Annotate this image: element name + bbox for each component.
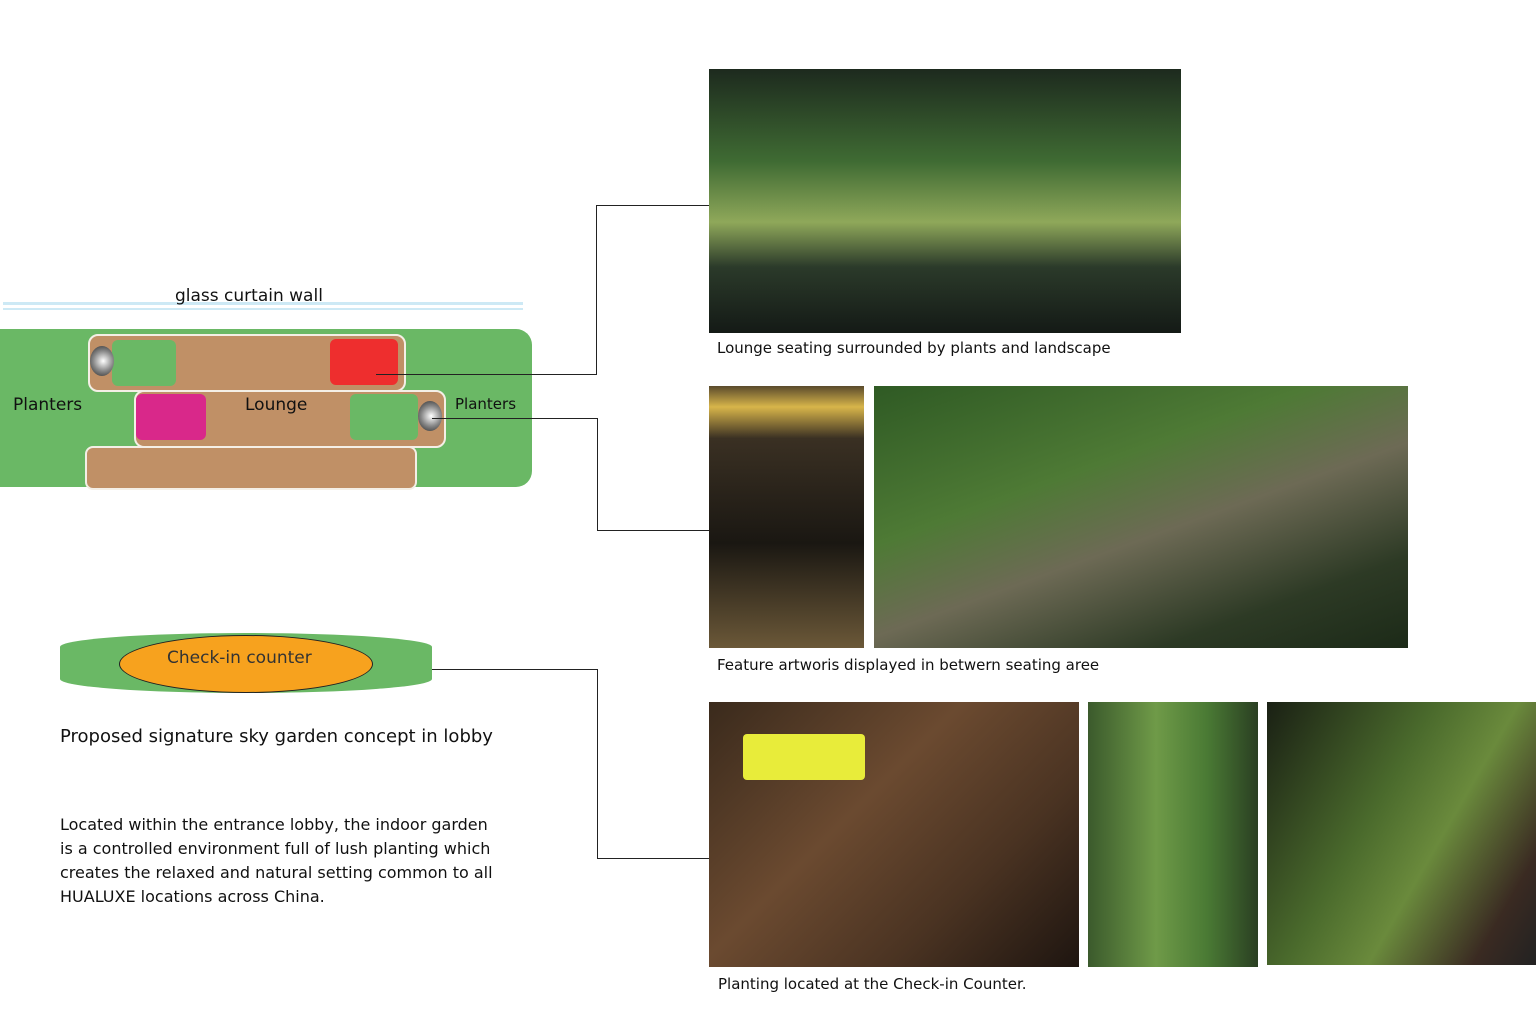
lounge-label: Lounge: [245, 395, 308, 415]
planter-box: [112, 340, 176, 386]
magenta-seating: [136, 394, 206, 440]
connector: [432, 418, 598, 419]
light-fixture-icon: [418, 401, 442, 431]
lounge-caption: Lounge seating surrounded by plants and …: [717, 339, 1111, 357]
lamp: [743, 734, 865, 780]
connector: [597, 530, 737, 531]
planters-right-label: Planters: [455, 395, 517, 413]
artwork-photo: [709, 386, 864, 648]
connector: [597, 418, 598, 530]
lounge-bottom-strip: [85, 446, 417, 490]
glass-curtain-wall: [3, 302, 523, 305]
artwork-caption: Feature artworis displayed in betwern se…: [717, 656, 1100, 674]
red-seating: [330, 339, 398, 385]
glass-curtain-wall-line: [3, 308, 523, 310]
checkin-label: Check-in counter: [167, 648, 312, 668]
connector: [597, 669, 598, 859]
description-line: Located within the entrance lobby, the i…: [60, 815, 488, 834]
planter-box: [350, 394, 418, 440]
lounge-photo: [709, 69, 1181, 333]
connector: [596, 205, 597, 375]
page-title: Proposed signature sky garden concept in…: [60, 726, 493, 747]
checkin-counter: [119, 635, 373, 693]
garden-photo: [874, 386, 1408, 648]
checkin-caption: Planting located at the Check-in Counter…: [718, 975, 1027, 993]
description-line: HUALUXE locations across China.: [60, 887, 325, 906]
light-fixture-icon: [90, 346, 114, 376]
green-wall-corridor-photo: [1267, 702, 1536, 965]
description: Located within the entrance lobby, the i…: [60, 813, 493, 909]
connector: [432, 669, 598, 670]
green-wall-photo: [1088, 702, 1258, 967]
description-line: creates the relaxed and natural setting …: [60, 863, 493, 882]
connector: [376, 374, 597, 375]
description-line: is a controlled environment full of lush…: [60, 839, 491, 858]
wall-label: glass curtain wall: [175, 286, 323, 306]
connector: [596, 205, 740, 206]
planters-left-label: Planters: [13, 395, 83, 415]
connector: [597, 858, 712, 859]
